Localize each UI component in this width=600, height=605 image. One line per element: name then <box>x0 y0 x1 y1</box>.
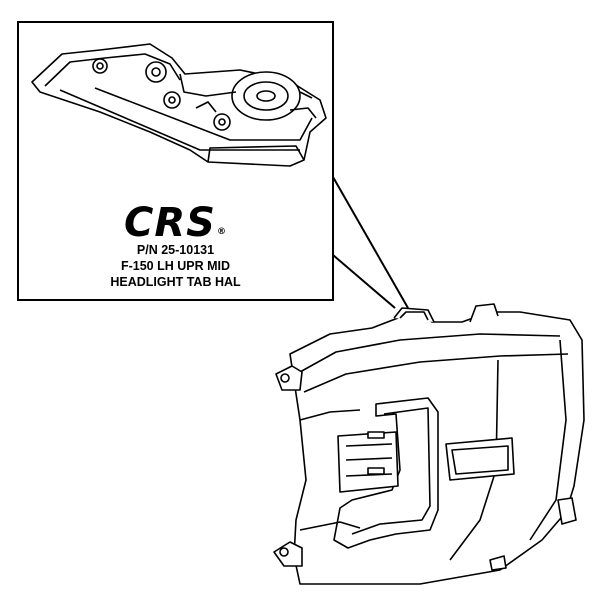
part-description: HEADLIGHT TAB HAL <box>110 275 241 289</box>
part-number: P/N 25-10131 <box>136 243 215 257</box>
part-model: F-150 LH UPR MID <box>120 259 231 273</box>
registered-mark: ® <box>216 227 227 237</box>
logo-text: CRS <box>124 200 216 246</box>
headlight-assembly-icon <box>273 303 585 585</box>
headlight-tab-part-icon <box>31 43 327 167</box>
crs-logo: CRS® <box>18 200 333 255</box>
callout-pointer <box>332 176 409 309</box>
